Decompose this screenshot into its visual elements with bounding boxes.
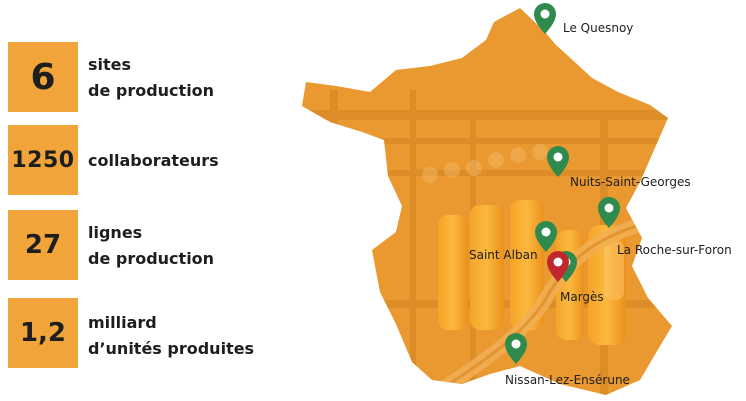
stat-label-line: sites [88,55,132,74]
stat-label-lignes: lignes de production [88,220,214,272]
stat-label-line: collaborateurs [88,151,219,170]
stat-label-line: d’unités produites [88,339,255,358]
city-label: Le Quesnoy [563,21,633,35]
stat-label-sites: sites de production [88,52,214,104]
city-label: La Roche-sur-Foron [617,243,732,257]
stat-label-collaborateurs: collaborateurs [88,148,219,174]
bottle-caps-row [422,144,548,183]
map-pin-icon [598,197,620,228]
city-label: Margès [560,290,604,304]
city-label: Saint Alban [469,248,538,262]
stat-value: 1,2 [19,318,67,348]
city-label: Nissan-Lez-Ensérune [505,373,630,387]
stat-value: 1250 [11,147,75,173]
stat-label-line: lignes [88,223,143,242]
stat-label-line: de production [88,249,215,268]
stat-box-collaborateurs: 1250 [8,125,78,195]
stat-value: 27 [24,230,62,260]
stat-box-lignes: 27 [8,210,78,280]
map-pin-icon [535,221,557,252]
stat-label-unites: milliard d’unités produites [88,310,254,362]
map-pin-icon [534,3,556,34]
stat-value: 6 [30,56,56,98]
map-photo-texture [302,8,672,395]
stat-box-sites: 6 [8,42,78,112]
city-label: Nuits-Saint-Georges [570,175,691,189]
map-pin-icon [547,146,569,177]
stat-label-line: de production [88,81,215,100]
stat-label-line: milliard [88,313,157,332]
map-pin-icon [505,333,527,364]
stat-box-unites: 1,2 [8,298,78,368]
map-pin-icon [547,251,569,282]
